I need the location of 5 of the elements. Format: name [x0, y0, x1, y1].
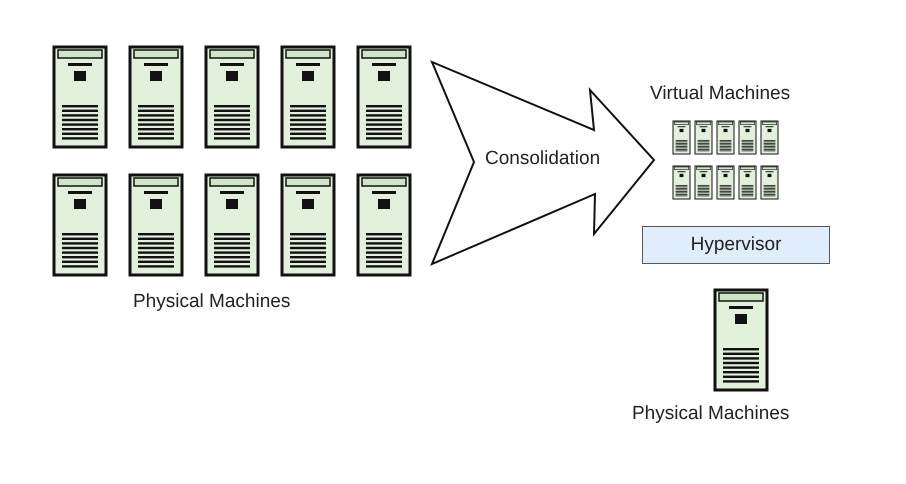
caption-label: Virtual Machines [650, 83, 790, 105]
caption-label: Physical Machines [133, 291, 290, 313]
hypervisor-box: Hypervisor [642, 226, 830, 264]
caption-label: Physical Machines [632, 403, 790, 425]
arrow-label: Consolidation [485, 148, 600, 170]
